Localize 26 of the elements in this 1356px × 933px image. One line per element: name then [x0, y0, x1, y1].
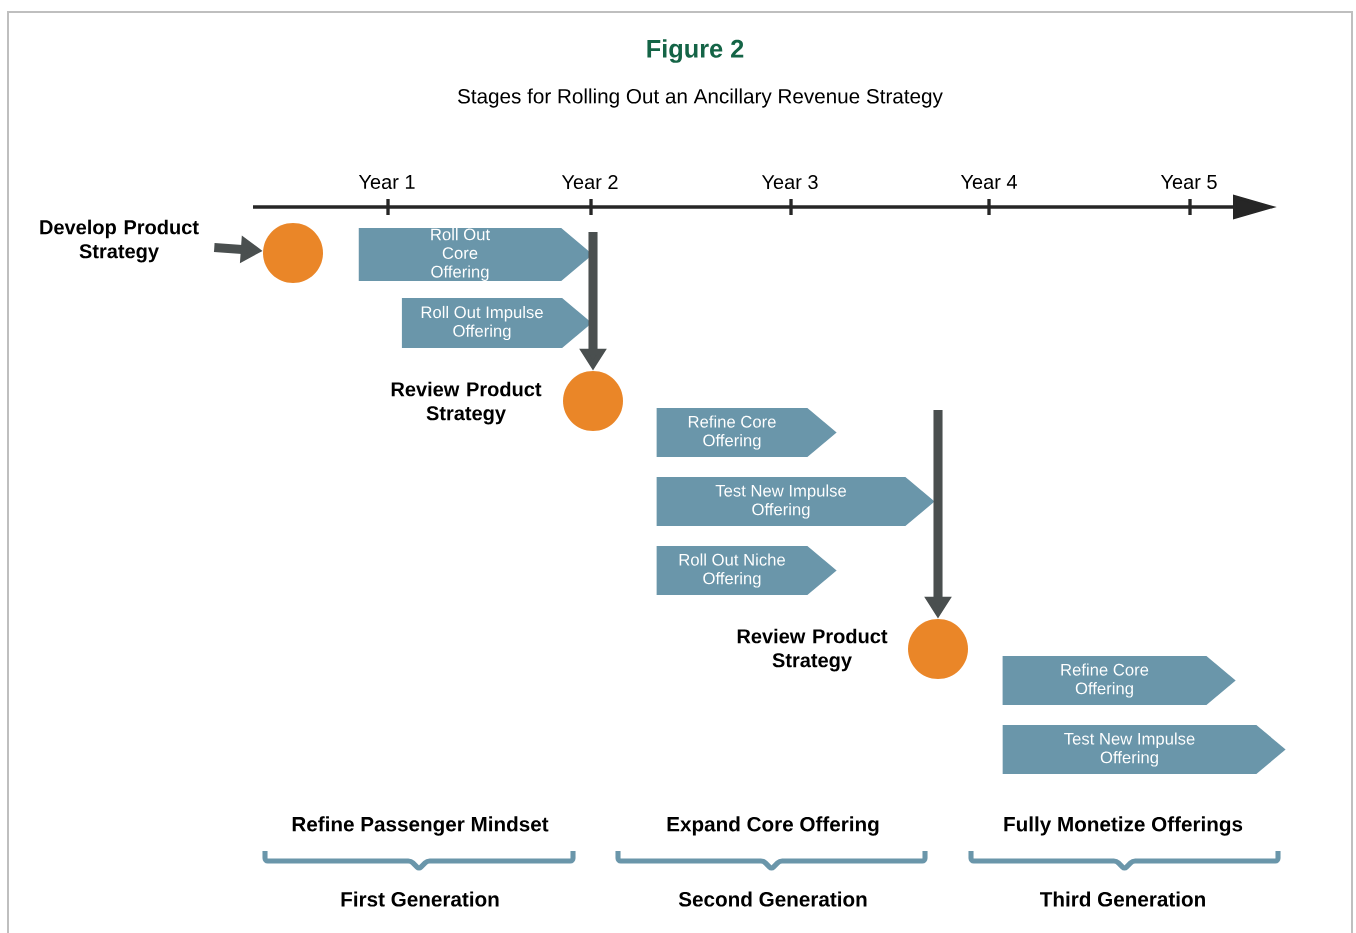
- year-label: Year 2: [561, 174, 618, 190]
- milestone-circle: [908, 619, 968, 679]
- chevron-box: Refine Core Offering: [1002, 656, 1236, 706]
- subtitle: Stages for Rolling Out an Ancillary Revenue Strategy: [458, 88, 943, 108]
- chevron-box: Roll Out Niche Offering: [656, 545, 837, 596]
- chevron-box: Test New Impulse Offering: [656, 477, 935, 527]
- year-label: Year 1: [358, 175, 415, 189]
- stage-label: Review Product Strategy: [391, 381, 542, 425]
- milestone-circle: [263, 223, 323, 283]
- chevron-box: Roll Out Impulse Offering: [401, 298, 592, 348]
- milestone-circle: [563, 371, 623, 431]
- figure-title: Figure 2: [647, 39, 744, 63]
- stage-label: Develop Product Strategy: [40, 219, 199, 263]
- phase-label: First Generation: [341, 891, 499, 907]
- stage-label: Review Product Strategy: [737, 628, 888, 672]
- chevron-box: Test New Impulse Offering: [1002, 724, 1286, 775]
- year-label: Year 5: [1160, 175, 1217, 189]
- phase-label: Third Generation: [1040, 891, 1205, 907]
- phase-label: Fully Monetize Offerings: [1004, 816, 1243, 836]
- phase-label: Second Generation: [678, 891, 867, 907]
- year-label: Year 4: [960, 175, 1017, 189]
- phase-label: Refine Passenger Mindset: [292, 816, 549, 836]
- chevron-box: Refine Core Offering: [656, 407, 837, 458]
- phase-label: Expand Core Offering: [667, 816, 879, 836]
- chevron-box: Roll Out Core Offering: [358, 228, 593, 281]
- year-label: Year 3: [761, 174, 818, 190]
